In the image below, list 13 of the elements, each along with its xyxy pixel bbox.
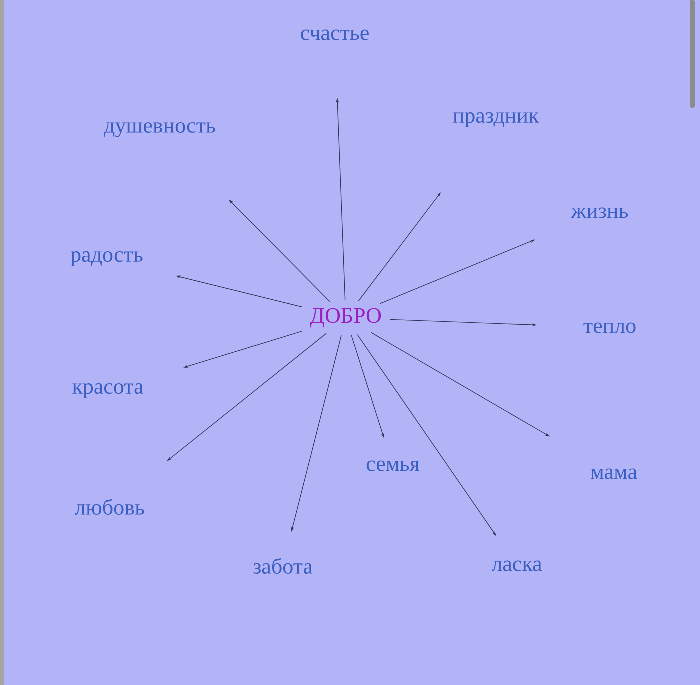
word-label: мама (590, 468, 638, 480)
word-label: праздник (453, 112, 540, 128)
word-label: душевность (104, 122, 216, 138)
word-label: красота (72, 383, 144, 399)
word-label: ласка (492, 560, 542, 572)
word-label: семья (366, 460, 420, 472)
word-label: жизнь (571, 208, 628, 218)
word-label: любовь (75, 499, 144, 515)
word-label: радость (70, 251, 143, 267)
word-label: забота (254, 558, 313, 574)
center-word: ДОБРО (310, 308, 382, 328)
word-label: тепло (584, 322, 636, 334)
word-label: счастье (301, 30, 369, 40)
